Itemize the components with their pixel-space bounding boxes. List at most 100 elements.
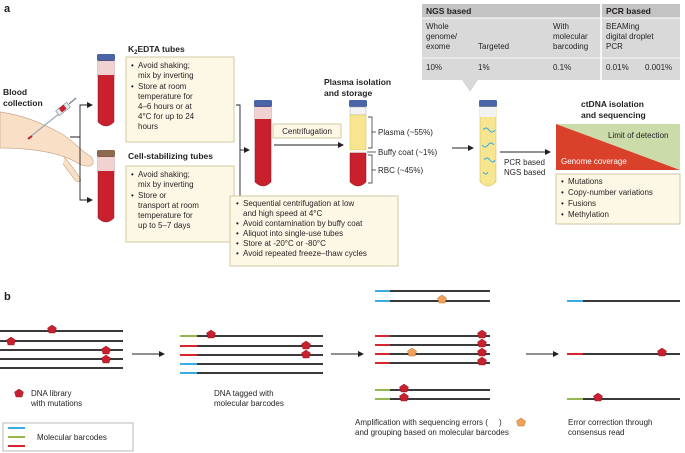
- svg-text:•: •: [236, 219, 239, 228]
- step2-tagged-dna: [180, 335, 323, 374]
- step4-caption-line2: consensus read: [568, 428, 624, 437]
- cell-stabilizing-tube: [97, 150, 115, 223]
- molecular-line1: With: [553, 22, 569, 31]
- molecular-line3: barcoding: [553, 42, 588, 51]
- result-fusions: Fusions: [568, 199, 596, 208]
- step1-caption-line1: DNA library: [31, 389, 71, 398]
- beaming-line1: BEAMing: [606, 22, 639, 31]
- svg-text:•: •: [561, 210, 564, 219]
- beaming-line2: digital droplet: [606, 32, 654, 41]
- storage-bullet1-line2: and high speed at 4°C: [243, 209, 322, 218]
- storage-bullet3: Aliquot into single-use tubes: [243, 229, 343, 238]
- step3-mutation-markers: [399, 329, 487, 402]
- value-molecular: 0.1%: [553, 63, 571, 72]
- blood-collection-label-line1: Blood: [3, 87, 27, 97]
- molecular-barcodes-legend-label: Molecular barcodes: [37, 433, 107, 442]
- value-digital-pcr: 0.001%: [645, 63, 672, 72]
- stabilizing-bullet1-line2: mix by inverting: [138, 180, 194, 189]
- plasma-sample-tube: [479, 100, 497, 187]
- k2edta-bullet2-line5: hours: [138, 122, 158, 131]
- plasma-layer-label: Plasma (~55%): [378, 128, 433, 137]
- panel-a-label: a: [4, 3, 11, 15]
- beaming-line3: PCR: [606, 42, 623, 51]
- rbc-label: RBC (~45%): [378, 166, 423, 175]
- ngs-based-header: NGS based: [426, 6, 471, 16]
- plasma-title-line2: and storage: [324, 88, 372, 98]
- result-mutations: Mutations: [568, 177, 603, 186]
- whole-genome-line3: exome: [426, 42, 451, 51]
- svg-text:•: •: [236, 199, 239, 208]
- stabilizing-bullet2-line2: transport at room: [138, 201, 199, 210]
- svg-text:•: •: [561, 188, 564, 197]
- step4-mutation-markers: [593, 347, 667, 402]
- svg-text:•: •: [131, 191, 134, 200]
- molecular-barcodes-legend: [2, 422, 134, 452]
- svg-text:•: •: [131, 82, 134, 91]
- targeted-label: Targeted: [478, 42, 509, 51]
- cell-stabilizing-title: Cell-stabilizing tubes: [128, 151, 213, 161]
- centrifugation-label: Centrifugation: [282, 127, 332, 136]
- result-cnv: Copy-number variations: [568, 188, 653, 197]
- step1-mutation-markers: [6, 324, 111, 364]
- step4-caption-line1: Error correction through: [568, 418, 652, 427]
- stabilizing-bullet2-line4: up to 5–7 days: [138, 221, 190, 230]
- whole-genome-line2: genome/: [426, 32, 458, 41]
- svg-text:•: •: [131, 170, 134, 179]
- storage-bullet4: Store at -20°C or -80°C: [243, 239, 326, 248]
- sensitivity-table: [422, 4, 680, 92]
- plasma-title-line1: Plasma isolation: [324, 77, 391, 87]
- sequencing-results-note: • Mutations • Copy-number variations • F…: [555, 173, 681, 225]
- sequencing-error-legend-icon: [516, 417, 526, 427]
- svg-text:•: •: [236, 229, 239, 238]
- step3-caption-line2: and grouping based on molecular barcodes: [355, 428, 509, 437]
- stabilizing-bullet1-line1: Avoid shaking;: [138, 170, 190, 179]
- storage-bullet2: Avoid contamination by buffy coat: [243, 219, 363, 228]
- whole-blood-tube: [254, 100, 272, 187]
- layer-brackets: [367, 116, 376, 184]
- step3-caption-line1: Amplification with sequencing errors (): [355, 418, 502, 427]
- svg-text:•: •: [236, 239, 239, 248]
- cell-stabilizing-note: • Avoid shaking; mix by inverting • Stor…: [125, 165, 235, 243]
- stabilizing-bullet2-line1: Store or: [138, 191, 167, 200]
- storage-note: • Sequential centrifugation at low and h…: [229, 195, 399, 267]
- panel-b-label: b: [4, 291, 11, 303]
- svg-text:•: •: [236, 249, 239, 258]
- value-targeted: 1%: [478, 63, 490, 72]
- limit-of-detection-label: Limit of detection: [608, 131, 668, 140]
- svg-text:•: •: [561, 199, 564, 208]
- k2edta-bullet2-line1: Store at room: [138, 82, 187, 91]
- pcr-based-header: PCR based: [606, 6, 651, 16]
- storage-bullet1-line1: Sequential centrifugation at low: [243, 199, 354, 208]
- blood-collection-label-line2: collection: [3, 98, 43, 108]
- arm-with-syringe-illustration: [0, 97, 94, 183]
- ngs-based-label: NGS based: [504, 168, 545, 177]
- ctdna-title-line1: ctDNA isolation: [581, 99, 644, 109]
- k2edta-note: • Avoid shaking; mix by inverting • Stor…: [125, 56, 235, 143]
- svg-text:•: •: [561, 177, 564, 186]
- merge-arrows: [236, 104, 250, 201]
- step2-caption-line1: DNA tagged with: [214, 389, 274, 398]
- step1-caption-line2: with mutations: [30, 399, 82, 408]
- collection-branch-arrows: [70, 102, 93, 203]
- molecular-line2: molecular: [553, 32, 588, 41]
- svg-text:•: •: [131, 61, 134, 70]
- centrifugation-label-box: [272, 123, 342, 139]
- k2edta-title: K2EDTA tubes: [128, 44, 185, 56]
- step2-caption-line2: molecular barcodes: [214, 399, 284, 408]
- k2edta-bullet2-line3: 4–6 hours or at: [138, 102, 193, 111]
- k2edta-bullet2-line4: 4°C for up to 24: [138, 112, 195, 121]
- step3-sequencing-error-markers: [407, 294, 447, 357]
- storage-bullet5: Avoid repeated freeze–thaw cycles: [243, 249, 367, 258]
- buffy-coat-label: Buffy coat (~1%): [378, 148, 438, 157]
- stabilizing-bullet2-line3: temperature for: [138, 211, 193, 220]
- pcr-based-label: PCR based: [504, 158, 545, 167]
- result-methylation: Methylation: [568, 210, 609, 219]
- coverage-detection-triangles: [556, 124, 680, 170]
- k2edta-tube: [97, 54, 115, 127]
- step3-amplified-reads: [375, 290, 490, 400]
- whole-genome-line1: Whole: [426, 22, 449, 31]
- mutation-legend-icon: [14, 388, 24, 398]
- k2edta-bullet1-line1: Avoid shaking;: [138, 61, 190, 70]
- ctdna-title-line2: and sequencing: [581, 110, 646, 120]
